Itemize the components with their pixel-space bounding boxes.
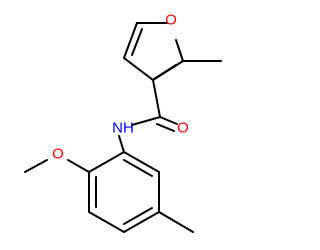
bond-ar3-ar4	[88, 211, 125, 233]
bond-c3-carbonyl	[152, 79, 161, 118]
bond-ar6-ar1	[123, 151, 160, 173]
carbonyl-oxygen-label: O	[177, 120, 189, 137]
bond-carbonyl-oxygen-inner	[156, 123, 175, 132]
amide-group	[118, 79, 178, 153]
furan-oxygen-label: O	[165, 12, 177, 29]
bond-o1-c2	[175, 39, 184, 62]
bond-c2-c3-inner	[153, 64, 177, 80]
bond-c4-c5	[123, 22, 138, 59]
bond-ar4-ar5-inner	[123, 207, 153, 225]
bond-ar6-ar1-inner	[123, 159, 153, 177]
bond-c4-c5-inner	[131, 28, 143, 56]
bond-aryl-methoxy-oxygen	[67, 159, 90, 173]
bond-aryl-methyl	[158, 211, 194, 233]
bond-nitrogen-aryl	[118, 135, 125, 153]
bond-carbonyl-oxygen	[159, 116, 178, 125]
benzene-ring	[24, 151, 194, 233]
molecule-structure: O O NH O	[24, 12, 222, 233]
methoxy-oxygen-label: O	[52, 146, 64, 163]
bond-ar4-ar5	[123, 211, 160, 233]
furan-ring	[123, 22, 222, 81]
bond-c3-c4	[123, 57, 154, 81]
bond-carbonyl-nitrogen	[131, 116, 161, 126]
bond-methoxy-methyl	[24, 159, 48, 173]
bond-ar1-ar2	[88, 151, 125, 173]
structure-canvas: O O NH O	[24, 11, 222, 233]
amide-nitrogen-label: NH	[112, 120, 134, 137]
